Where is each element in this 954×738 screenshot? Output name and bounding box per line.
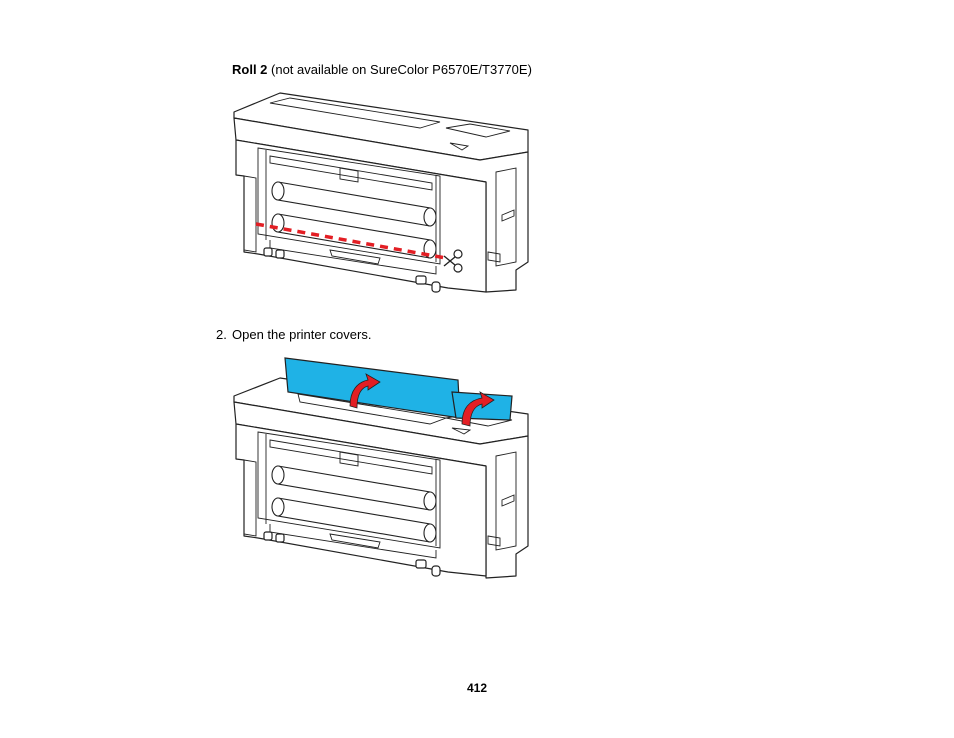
cut-line — [255, 222, 447, 260]
step-2: 2. Open the printer covers. — [216, 327, 371, 343]
step-text: Open the printer covers. — [232, 327, 372, 342]
page-number: 412 — [466, 681, 488, 695]
roll-2-caption: Roll 2 (not available on SureColor P6570… — [232, 62, 532, 78]
open-cover-arrow-icon — [349, 373, 381, 409]
open-cover-arrow-icon — [461, 391, 495, 427]
scissors-icon — [443, 249, 463, 273]
roll-2-label: Roll 2 — [232, 62, 268, 77]
roll-2-note: (not available on SureColor P6570E/T3770… — [267, 62, 532, 77]
step-number: 2. — [216, 327, 227, 342]
